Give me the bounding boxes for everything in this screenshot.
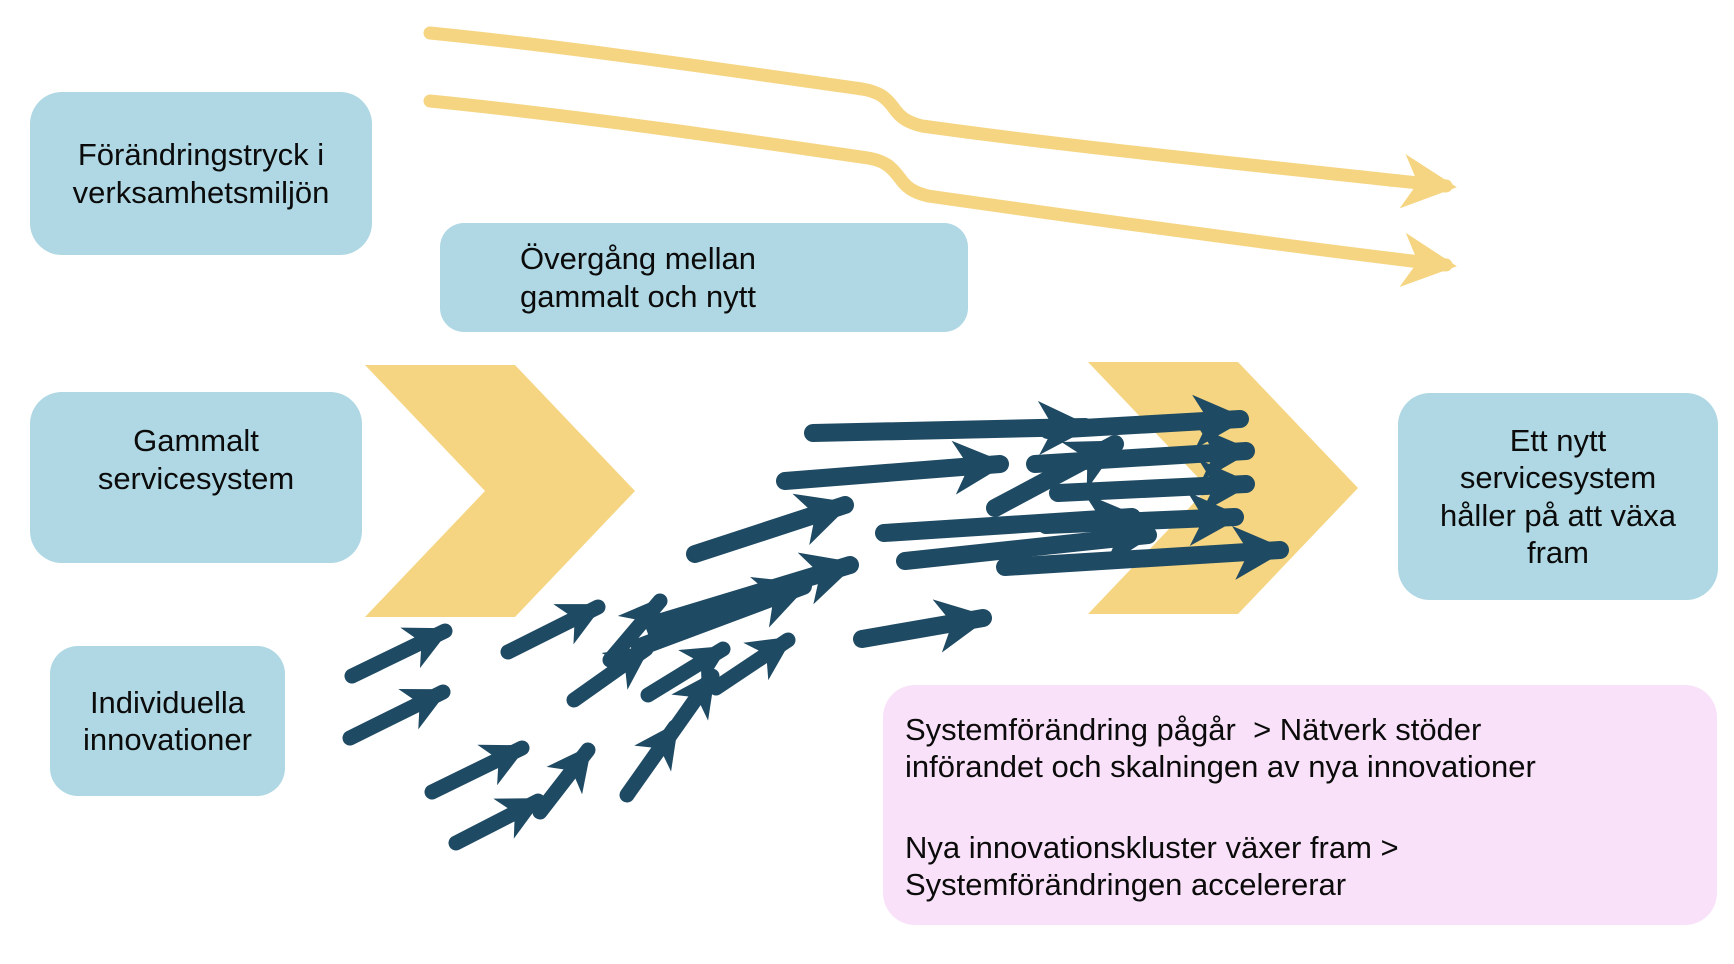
box-individual-innovations-line: innovationer bbox=[83, 722, 252, 757]
chevron-old-system bbox=[365, 365, 635, 617]
box-transition-line: gammalt och nytt bbox=[519, 278, 757, 314]
box-individual-innovations: Individuella innovationer bbox=[50, 646, 285, 796]
innovation-arrows-cluster bbox=[342, 593, 796, 851]
box-old-service-system-line: servicesystem bbox=[97, 460, 295, 496]
scaling-arrow bbox=[1049, 459, 1255, 514]
scaling-arrow bbox=[1037, 491, 1244, 546]
box-transition: Övergång mellan gammalt och nytt bbox=[440, 223, 968, 332]
scaling-arrow bbox=[686, 493, 854, 563]
box-new-service-system: Ett nytt servicesystem håller på att väx… bbox=[1398, 393, 1718, 600]
box-new-service-system-line: Ett nytt bbox=[1509, 422, 1607, 458]
scaling-arrow bbox=[996, 525, 1289, 580]
system-change-note-line: Systemförändring pågår > Nätverk stöder bbox=[905, 712, 1482, 747]
box-new-service-system-line: fram bbox=[1527, 535, 1589, 570]
innovation-arrow bbox=[640, 641, 731, 703]
innovation-arrow bbox=[566, 641, 654, 708]
innovation-arrow bbox=[500, 599, 606, 660]
innovation-arrow bbox=[532, 742, 596, 820]
flow-line-upper bbox=[423, 26, 1457, 209]
scaling-arrow bbox=[896, 513, 1157, 570]
box-individual-innovations-line: Individuella bbox=[89, 684, 246, 720]
scaling-arrow bbox=[646, 552, 859, 633]
scaling-arrow bbox=[853, 599, 992, 653]
innovation-arrow bbox=[344, 623, 453, 684]
flow-line-lower bbox=[423, 94, 1457, 288]
scaling-arrow bbox=[776, 440, 1009, 495]
system-change-note-line: Nya innovationskluster växer fram > bbox=[905, 830, 1399, 865]
box-new-service-system-line: servicesystem bbox=[1459, 460, 1657, 495]
innovation-cluster-paragraph: Nya innovationskluster växer fram > Syst… bbox=[905, 829, 1697, 903]
innovation-arrow bbox=[342, 684, 451, 746]
box-change-pressure: Förändringstryck i verksamhetsmiljön bbox=[30, 92, 372, 255]
system-change-note-line: införandet och skalningen av nya innovat… bbox=[905, 749, 1536, 784]
box-change-pressure-line: Förändringstryck i bbox=[77, 137, 325, 172]
box-system-change-note: Systemförändring pågår > Nätverk stöder … bbox=[883, 685, 1717, 925]
box-new-service-system-line: håller på att växa bbox=[1439, 497, 1677, 533]
innovation-arrow bbox=[602, 593, 668, 668]
box-transition-line: Övergång mellan bbox=[519, 241, 757, 276]
innovation-arrow bbox=[424, 740, 530, 800]
scaling-arrow bbox=[631, 576, 812, 656]
system-change-paragraph: Systemförändring pågår > Nätverk stöder … bbox=[905, 711, 1697, 785]
scaling-arrow bbox=[1039, 394, 1249, 449]
scaling-arrow bbox=[986, 435, 1124, 517]
box-change-pressure-line: verksamhetsmiljön bbox=[72, 174, 330, 210]
innovation-arrow bbox=[708, 632, 796, 696]
scaling-arrows-cluster bbox=[631, 394, 1289, 656]
system-change-note-line: Systemförändringen accelererar bbox=[905, 867, 1347, 902]
innovation-arrow bbox=[448, 793, 546, 851]
box-old-service-system: Gammalt servicesystem bbox=[30, 392, 362, 563]
box-old-service-system-line: Gammalt bbox=[133, 423, 259, 458]
